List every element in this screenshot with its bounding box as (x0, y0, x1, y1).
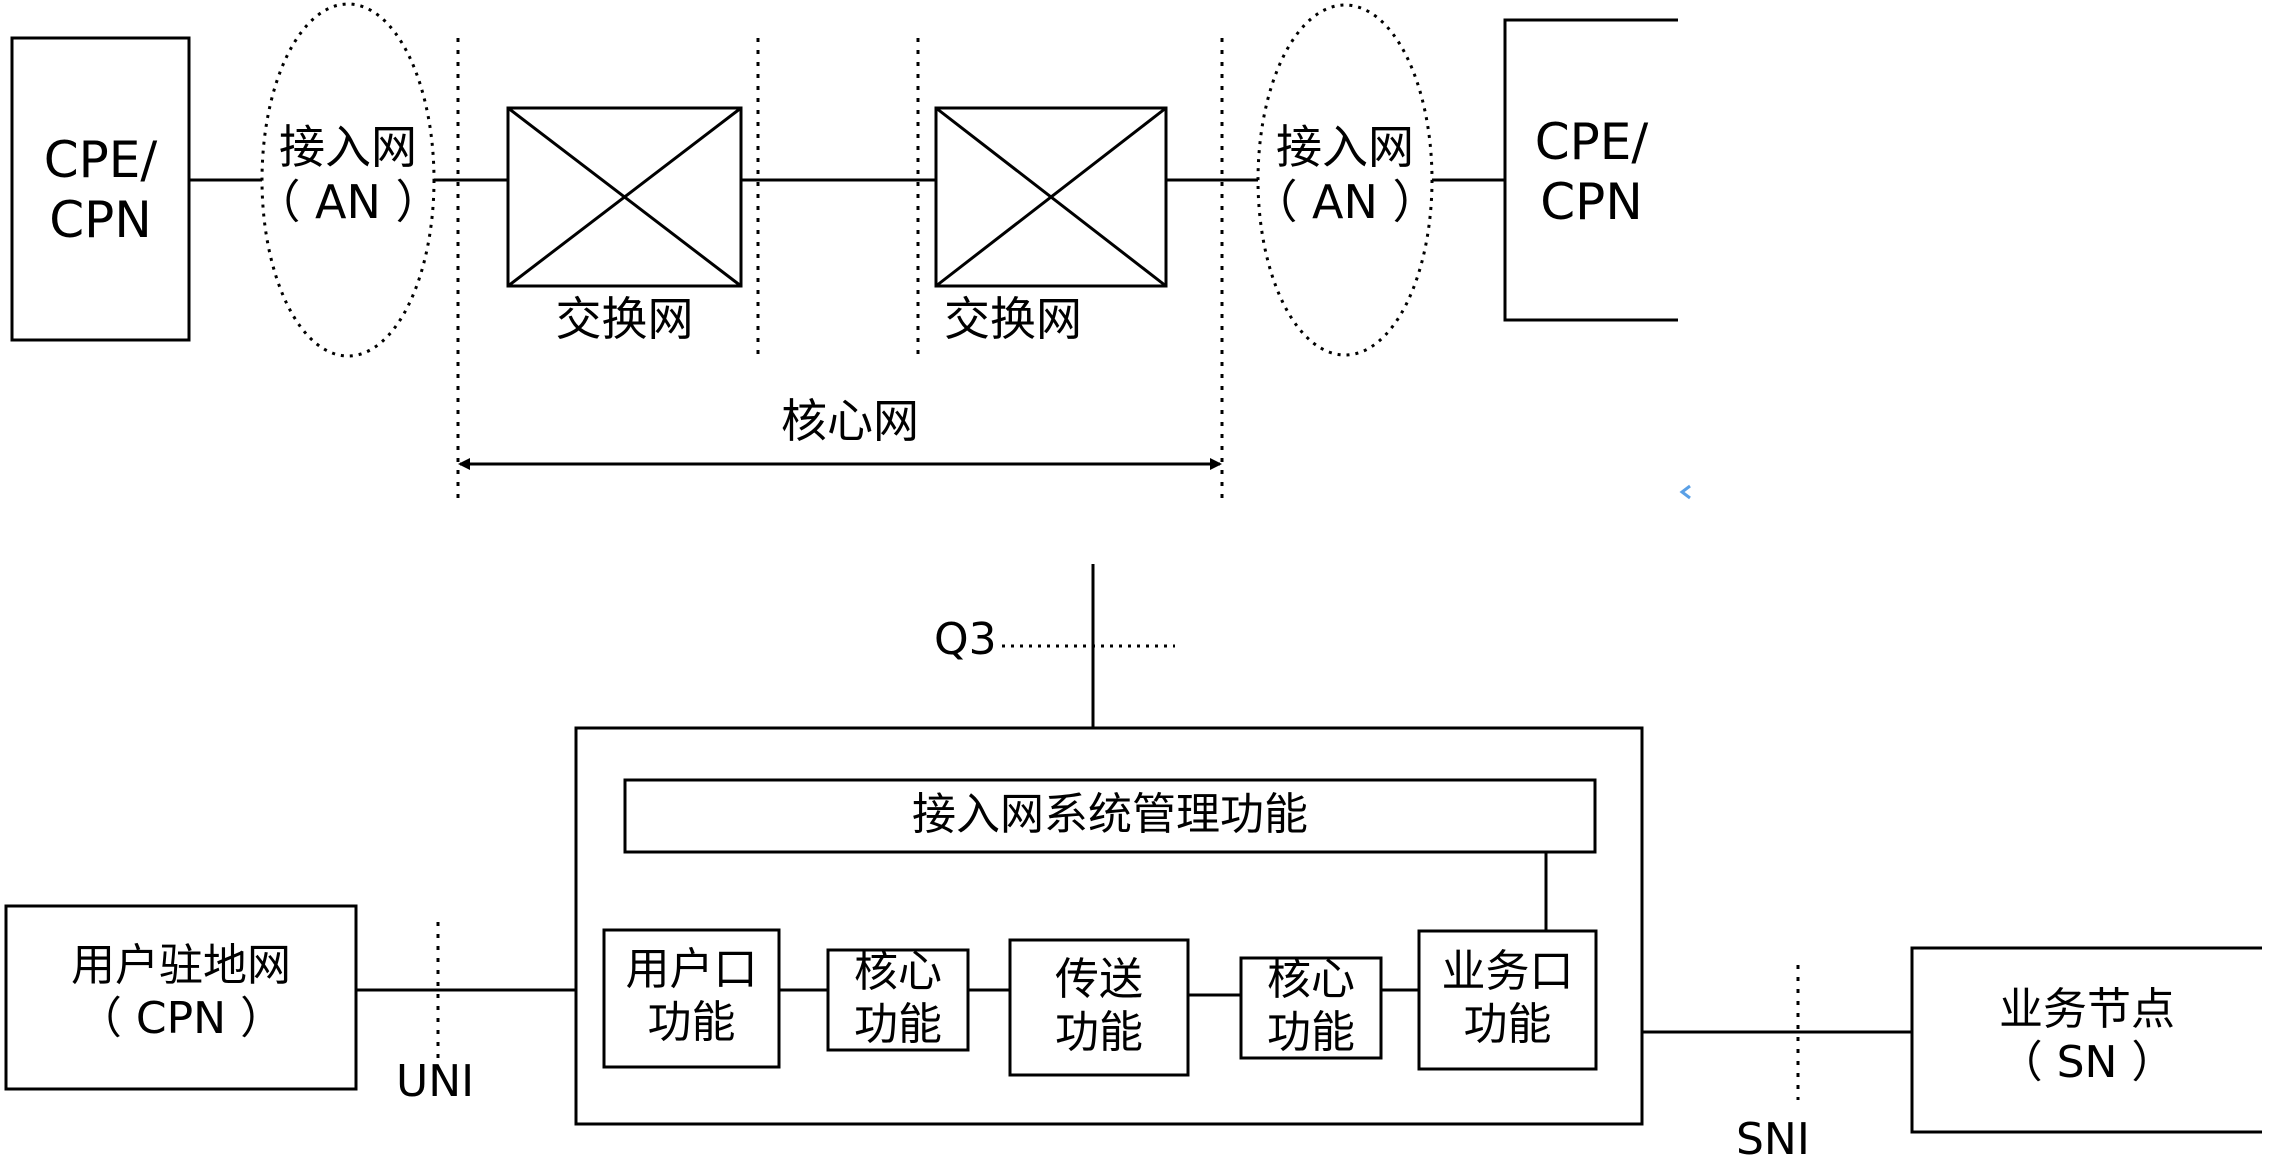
cpe-left-label: CPE/ CPN (43, 131, 158, 249)
mgmt-box (623, 778, 1597, 854)
service-port-box (1417, 929, 1598, 1071)
access-network-frame (574, 726, 1644, 1126)
transport-box (1008, 938, 1190, 1077)
user-port-box (602, 928, 781, 1069)
core-fn-1-label: 核心 功能 (854, 946, 942, 1050)
core-fn-2-box (1239, 956, 1383, 1060)
cpe-right-label: CPE/ CPN (1534, 113, 1649, 231)
sn-label: 业务节点 （ SN ） (1998, 984, 2176, 1088)
cpe-left-box (10, 36, 191, 342)
service-port-label: 业务口 功能 (1441, 946, 1574, 1050)
an-right-label: 接入网 （ AN ） (1251, 120, 1439, 230)
sn-box (1910, 946, 2262, 1134)
core-fn-1-box (826, 948, 970, 1052)
uni-label: UNI (396, 1056, 475, 1107)
core-fn-2-label: 核心 功能 (1267, 954, 1355, 1058)
switch-right-cross-2 (935, 106, 1167, 288)
switch-left-cross-2 (507, 106, 742, 288)
switch-right-box (934, 106, 1168, 288)
switch-left-label: 交换网 (555, 292, 694, 346)
switch-right-label: 交换网 (944, 292, 1082, 346)
switch-left-box (506, 106, 743, 288)
q3-label: Q3 (934, 614, 997, 665)
core-network-label: 核心网 (781, 394, 919, 448)
cpn-label: 用户驻地网 （ CPN ） (71, 940, 291, 1044)
cpe-right-box (1503, 18, 1678, 322)
an-left-label: 接入网 （ AN ） (254, 120, 442, 230)
user-port-label: 用户口 功能 (625, 944, 758, 1048)
stray-mark-icon (1679, 484, 1691, 500)
sni-label: SNI (1736, 1114, 1810, 1165)
mgmt-label: 接入网系统管理功能 (912, 789, 1308, 840)
cpn-box (4, 904, 358, 1091)
transport-label: 传送 功能 (1055, 954, 1143, 1058)
